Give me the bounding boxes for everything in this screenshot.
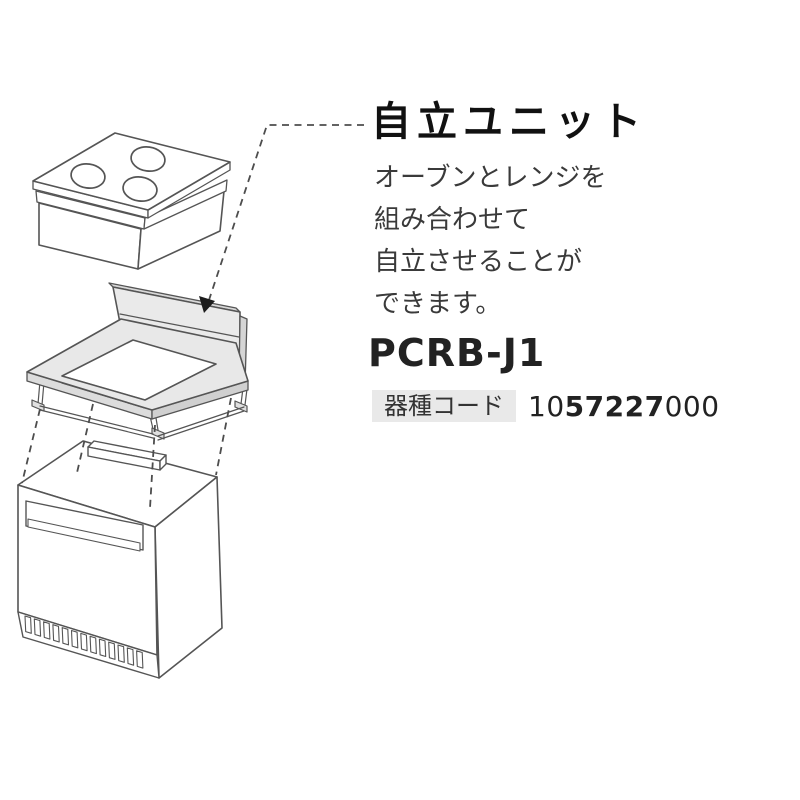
- description-line: できます。: [374, 289, 502, 319]
- description-line: 組み合わせて: [374, 205, 531, 235]
- oven-grille: [17, 611, 160, 679]
- oven-control-vent: [25, 500, 144, 552]
- callout-description: オーブンとレンジを 組み合わせて 自立させることが できます。: [374, 157, 606, 325]
- cooktop-illustration: [32, 132, 231, 270]
- model-number: PCRB-J1: [368, 331, 546, 375]
- oven-handle: [87, 440, 167, 471]
- frame-legs: [31, 380, 248, 441]
- code-suffix: 000: [664, 389, 720, 423]
- alignment-dashed-line: [21, 408, 41, 484]
- description-line: 自立させることが: [374, 247, 583, 277]
- alignment-dashed-line: [215, 397, 232, 476]
- code-label-badge: 器種コード: [372, 390, 516, 422]
- leader-arrowhead-icon: [199, 296, 215, 313]
- code-prefix: 10: [528, 389, 565, 423]
- product-code-value: 1057227000: [528, 390, 720, 423]
- oven-illustration: [17, 440, 223, 679]
- product-code-row: 器種コード 1057227000: [372, 390, 720, 423]
- burner-circle: [130, 146, 166, 172]
- burner-circles: [70, 146, 166, 202]
- burner-circle: [70, 163, 106, 189]
- code-bold-part: 57227: [564, 389, 665, 423]
- description-line: オーブンとレンジを: [374, 163, 607, 193]
- leader-dashed-line: [207, 124, 364, 304]
- callout-title: 自立ユニット: [371, 99, 647, 145]
- burner-circle: [122, 176, 158, 202]
- frame-ring: [26, 318, 249, 420]
- stand-frame-illustration: [26, 282, 249, 441]
- alignment-dashed-line: [149, 424, 156, 509]
